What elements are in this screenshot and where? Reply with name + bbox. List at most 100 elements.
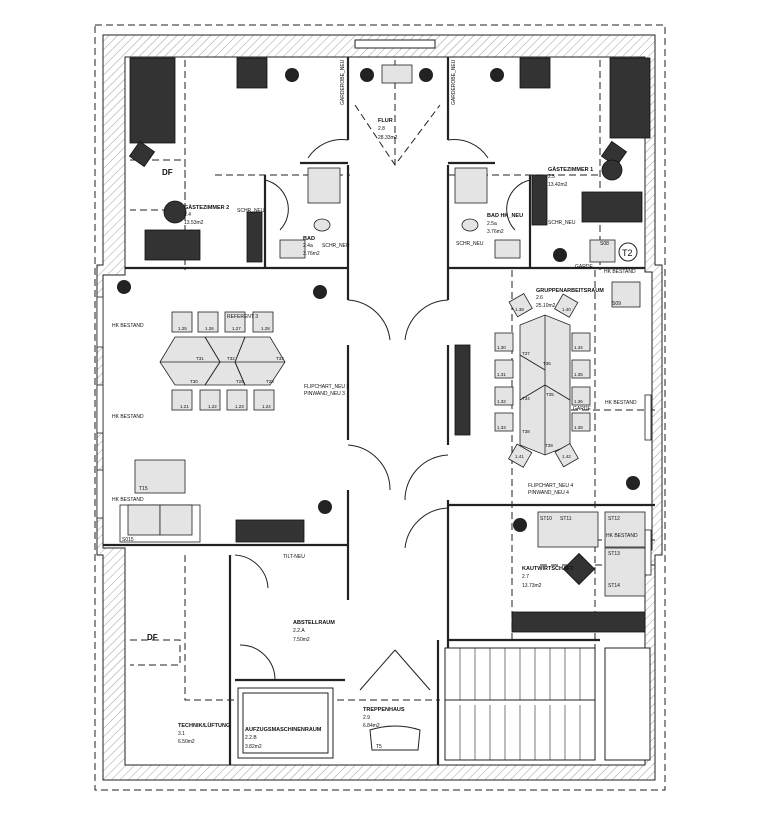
svg-text:DF: DF [147, 633, 158, 642]
svg-text:3.1: 3.1 [178, 731, 185, 737]
svg-text:2.2.A: 2.2.A [293, 628, 305, 634]
svg-text:1.21: 1.21 [180, 404, 189, 409]
group-chair-labels: 1.30 1.31 1.32 1.33 1.34 1.35 1.36 1.39 … [497, 307, 583, 459]
svg-text:1.35: 1.35 [574, 372, 583, 377]
svg-text:ST13: ST13 [608, 551, 620, 557]
svg-text:T35: T35 [546, 392, 554, 397]
svg-text:2.8: 2.8 [378, 126, 385, 132]
svg-text:T39: T39 [545, 443, 553, 448]
svg-text:1.39: 1.39 [574, 425, 583, 430]
svg-text:1.36: 1.36 [574, 399, 583, 404]
svg-text:ST14: ST14 [608, 583, 620, 589]
svg-text:6.50m2: 6.50m2 [178, 739, 195, 745]
svg-text:1.24: 1.24 [262, 404, 271, 409]
svg-text:1.42: 1.42 [562, 454, 571, 459]
svg-text:GARDEROBE_NEU: GARDEROBE_NEU [340, 59, 346, 105]
svg-text:T34: T34 [522, 396, 530, 401]
bathroom-fixtures [279, 167, 521, 259]
svg-text:FLIPCHART_NEU 4: FLIPCHART_NEU 4 [528, 483, 573, 489]
svg-text:KAUTWIRTSCHAFT: KAUTWIRTSCHAFT [522, 566, 574, 572]
svg-text:T33: T33 [276, 356, 284, 361]
svg-text:GARDE: GARDE [575, 264, 593, 270]
svg-text:HK BESTAND: HK BESTAND [605, 400, 637, 406]
svg-text:S08: S08 [600, 241, 609, 247]
svg-text:REFERENT 3: REFERENT 3 [227, 314, 258, 320]
svg-text:AUFZUGSMASCHINENRAUM: AUFZUGSMASCHINENRAUM [245, 727, 322, 733]
svg-text:2.7: 2.7 [522, 574, 529, 580]
svg-text:DF: DF [162, 168, 173, 177]
svg-text:ST12: ST12 [608, 516, 620, 522]
svg-text:13.73m2: 13.73m2 [522, 583, 542, 589]
svg-text:BAD: BAD [303, 236, 315, 242]
svg-text:BAD HK_NEU: BAD HK_NEU [487, 213, 523, 219]
svg-text:SCHR_NEU: SCHR_NEU [322, 243, 350, 249]
svg-text:2.5: 2.5 [548, 174, 555, 180]
svg-text:GÄSTEZIMMER 1: GÄSTEZIMMER 1 [548, 166, 593, 173]
room-label-guest2: GÄSTEZIMMER 2 2.4 13.53m2 [184, 204, 229, 226]
room-label-tech: TECHNIK/LÜFTUNG 3.1 6.50m2 [178, 722, 230, 745]
svg-text:PINWAND_NEU 3: PINWAND_NEU 3 [304, 391, 345, 397]
staircase[interactable] [237, 39, 651, 761]
svg-text:HK BESTAND: HK BESTAND [112, 414, 144, 420]
svg-text:1.27: 1.27 [232, 326, 241, 331]
svg-text:1.26: 1.26 [205, 326, 214, 331]
svg-text:3.82m2: 3.82m2 [245, 744, 262, 750]
svg-text:FLUR: FLUR [378, 118, 393, 124]
svg-text:TREPPENHAUS: TREPPENHAUS [363, 707, 405, 713]
svg-text:1.30: 1.30 [497, 345, 506, 350]
seminar-furniture [119, 311, 286, 543]
svg-text:S015: S015 [122, 537, 134, 543]
svg-text:13.53m2: 13.53m2 [184, 220, 204, 226]
room-label-bath2: BAD HK_NEU 2.5a 3.76m2 [487, 213, 523, 235]
svg-text:T31: T31 [196, 356, 204, 361]
svg-text:T32: T32 [227, 356, 235, 361]
radiators [96, 296, 652, 576]
svg-text:FLIPCHART_NEU 3: FLIPCHART_NEU 3 [304, 384, 349, 390]
svg-text:ST10: ST10 [540, 516, 552, 522]
svg-text:1.33: 1.33 [497, 425, 506, 430]
room-label-group: GRUPPENARBEITSRAUM 2.6 25.10m2 [536, 288, 604, 309]
group-room-furniture [494, 239, 646, 597]
svg-text:2.2.B: 2.2.B [245, 735, 257, 741]
svg-text:7.50m2: 7.50m2 [293, 637, 310, 643]
room-label-kitchen: KAUTWIRTSCHAFT 2.7 13.73m2 [522, 566, 574, 589]
svg-text:T5: T5 [376, 744, 382, 750]
svg-text:HK BESTAND: HK BESTAND [604, 269, 636, 275]
svg-text:1.40: 1.40 [562, 307, 571, 312]
svg-text:2.6: 2.6 [536, 295, 543, 301]
exterior-walls [96, 34, 663, 781]
room-label-hall: FLUR 2.8 28.33m2 [378, 118, 398, 141]
room-label-storage: ABSTELLRAUM 2.2.A 7.50m2 [293, 620, 335, 643]
svg-text:T28: T28 [266, 379, 274, 384]
svg-text:T2: T2 [622, 248, 633, 258]
room-label-stairs: TREPPENHAUS 2.9 6.84m2 [363, 707, 405, 729]
svg-text:HK BESTAND: HK BESTAND [112, 497, 144, 503]
svg-text:HK BESTAND: HK BESTAND [606, 533, 638, 539]
svg-text:T15: T15 [139, 486, 148, 492]
svg-text:T36: T36 [543, 361, 551, 366]
svg-text:ST11: ST11 [560, 516, 572, 522]
interior-walls [103, 57, 655, 765]
svg-text:S09: S09 [612, 301, 621, 307]
svg-text:T37: T37 [522, 351, 530, 356]
svg-text:1.31: 1.31 [497, 372, 506, 377]
svg-text:SCHR_NEU: SCHR_NEU [237, 208, 265, 214]
plant-icons [117, 68, 640, 532]
svg-text:T38: T38 [522, 429, 530, 434]
svg-text:28.33m2: 28.33m2 [378, 135, 398, 141]
beds-cabinets [128, 57, 651, 633]
svg-text:1.41: 1.41 [515, 454, 524, 459]
svg-text:T29: T29 [236, 379, 244, 384]
svg-text:SCHR_NEU: SCHR_NEU [456, 241, 484, 247]
svg-text:3.76m2: 3.76m2 [487, 229, 504, 235]
doors[interactable] [234, 139, 531, 691]
svg-text:1.28: 1.28 [261, 326, 270, 331]
svg-text:TILT-NEU: TILT-NEU [283, 554, 305, 560]
svg-text:1.34: 1.34 [574, 345, 583, 350]
svg-text:TECHNIK/LÜFTUNG: TECHNIK/LÜFTUNG [178, 722, 230, 729]
svg-text:2.5a: 2.5a [487, 221, 497, 227]
svg-text:1.32: 1.32 [497, 399, 506, 404]
room-label-guest1: GÄSTEZIMMER 1 2.5 13.42m2 [548, 166, 593, 188]
svg-text:1.23: 1.23 [235, 404, 244, 409]
